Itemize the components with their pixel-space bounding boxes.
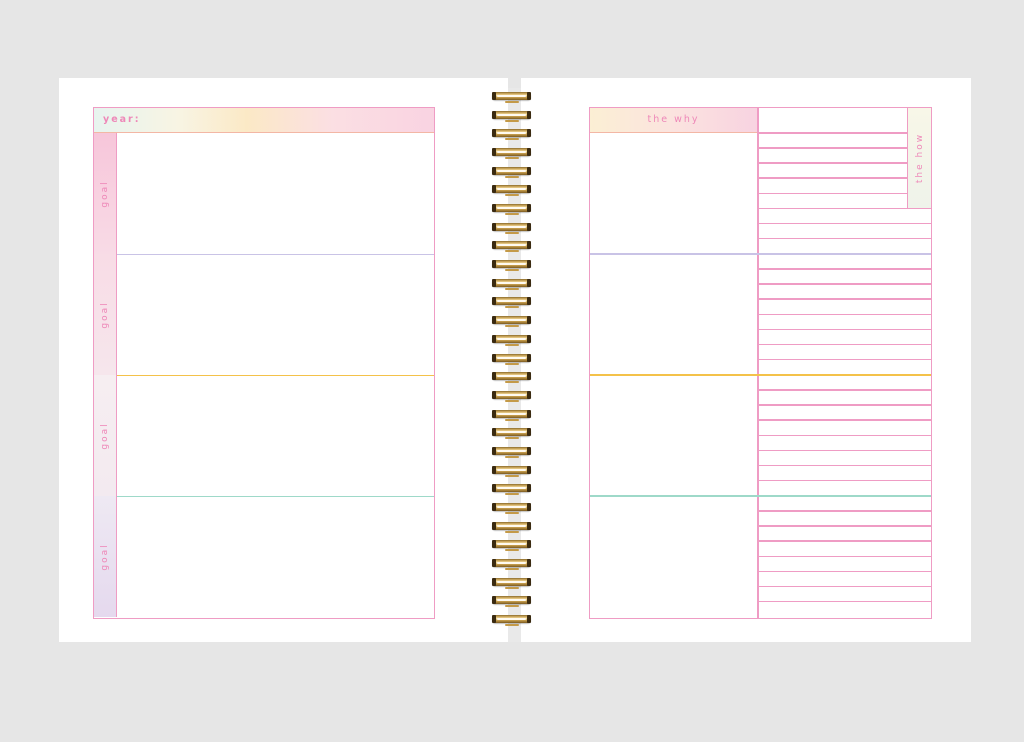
why-how-grid: the why the how: [589, 107, 932, 619]
how-line[interactable]: [758, 464, 931, 467]
goal-label: goal: [100, 179, 110, 208]
how-line[interactable]: [758, 419, 931, 421]
how-line: [758, 132, 931, 134]
spiral-ring: [492, 110, 531, 122]
spiral-ring: [492, 92, 531, 103]
spiral-binding: [492, 0, 532, 742]
spiral-ring: [492, 278, 531, 290]
goal-section[interactable]: goal: [94, 496, 434, 617]
section-divider: [94, 495, 434, 497]
spiral-ring: [492, 148, 531, 160]
spiral-ring: [492, 446, 531, 458]
how-line[interactable]: [758, 162, 931, 164]
spiral-ring: [492, 222, 531, 234]
column-divider: [757, 108, 759, 618]
section-divider: [590, 374, 931, 376]
how-line[interactable]: [758, 555, 931, 557]
goal-tab: goal: [94, 133, 117, 254]
spiral-ring: [492, 615, 531, 627]
how-line[interactable]: [758, 434, 931, 436]
spiral-ring: [492, 334, 531, 346]
how-line[interactable]: [758, 192, 931, 194]
goal-section[interactable]: goal: [94, 375, 434, 497]
how-line[interactable]: [758, 147, 931, 149]
how-label: the how: [914, 132, 925, 184]
how-line[interactable]: [758, 510, 931, 512]
how-line[interactable]: [758, 449, 931, 452]
section-divider: [590, 495, 931, 497]
goal-tab: goal: [94, 254, 117, 375]
how-line[interactable]: [758, 389, 931, 391]
spiral-ring: [492, 521, 531, 533]
spiral-ring: [492, 390, 531, 402]
how-line[interactable]: [758, 207, 931, 210]
why-header: the why: [590, 108, 757, 133]
spiral-ring: [492, 241, 531, 253]
spiral-ring: [492, 260, 531, 272]
spiral-ring: [492, 316, 531, 328]
goals-grid: year: goal goal goal goal: [93, 107, 435, 619]
spiral-ring: [492, 559, 531, 570]
spiral-ring: [492, 166, 531, 178]
year-label: year:: [103, 114, 141, 125]
how-line[interactable]: [758, 404, 931, 406]
how-line[interactable]: [758, 237, 931, 240]
how-line[interactable]: [758, 343, 931, 346]
spiral-ring: [492, 372, 531, 384]
goal-section[interactable]: goal: [94, 133, 434, 255]
how-line[interactable]: [758, 525, 931, 527]
spiral-ring: [492, 596, 531, 608]
spiral-ring: [492, 465, 531, 477]
spiral-ring: [492, 204, 531, 216]
how-line[interactable]: [758, 177, 931, 179]
spiral-ring: [492, 540, 531, 552]
section-divider: [94, 374, 434, 376]
how-line[interactable]: [758, 283, 931, 285]
goal-label: goal: [100, 421, 110, 450]
year-header: year:: [94, 108, 434, 133]
spiral-ring: [492, 185, 531, 197]
section-divider: [590, 253, 931, 255]
goal-label: goal: [100, 300, 110, 329]
how-line[interactable]: [758, 358, 931, 361]
spiral-ring: [492, 577, 531, 589]
left-page: [59, 78, 508, 642]
spiral-ring: [492, 409, 531, 421]
spiral-ring: [492, 297, 531, 309]
how-line[interactable]: [758, 222, 931, 225]
how-column: the how: [758, 108, 931, 618]
spiral-ring: [492, 129, 531, 141]
how-line[interactable]: [758, 540, 931, 542]
spiral-ring: [492, 353, 531, 365]
how-line[interactable]: [758, 570, 931, 573]
why-label: the why: [647, 114, 700, 125]
goal-section[interactable]: goal: [94, 254, 434, 376]
section-divider: [94, 253, 434, 255]
spiral-ring: [492, 428, 531, 440]
goal-label: goal: [100, 542, 110, 571]
goal-tab: goal: [94, 375, 117, 496]
how-line[interactable]: [758, 328, 931, 331]
how-line[interactable]: [758, 600, 931, 603]
goal-tab: goal: [94, 496, 117, 617]
how-line[interactable]: [758, 479, 931, 482]
how-line[interactable]: [758, 313, 931, 315]
how-line[interactable]: [758, 585, 931, 588]
spiral-ring: [492, 502, 531, 514]
how-line[interactable]: [758, 268, 931, 270]
how-header: the how: [907, 108, 931, 209]
how-line[interactable]: [758, 298, 931, 300]
spiral-ring: [492, 484, 531, 496]
